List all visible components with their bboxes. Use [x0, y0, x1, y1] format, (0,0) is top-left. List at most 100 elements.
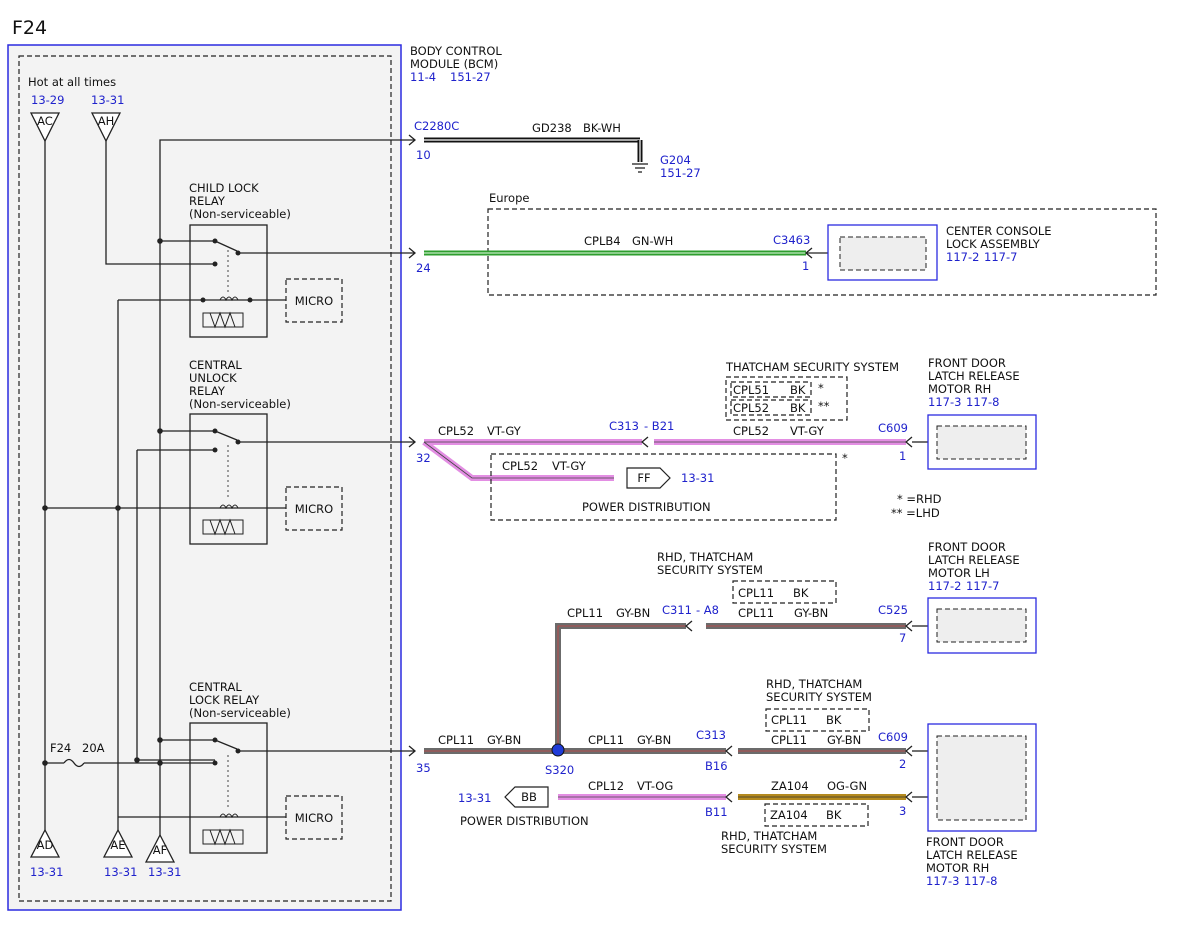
lock-alt-circuit: CPL11	[771, 713, 807, 727]
unlock-conn-pin: 1	[899, 449, 906, 463]
europe-conn-pin: 1	[802, 259, 809, 273]
ad-ref[interactable]: 13-31	[30, 865, 63, 879]
unlock-inline-connector[interactable]: C313	[609, 419, 639, 433]
bcm-ref1[interactable]: 11-4	[410, 70, 436, 84]
ground-id[interactable]: G204	[660, 153, 691, 167]
thatcham-row1-color: BK	[790, 383, 806, 397]
cpl12-name: CPL12	[588, 779, 624, 793]
ground-circuit: C2280C 10 GD238 BK-WH G204 151-27	[408, 119, 701, 180]
lock-device-ref1[interactable]: 117-3	[926, 874, 959, 888]
unlock-connector[interactable]: C609	[878, 421, 908, 435]
ae-ref[interactable]: 13-31	[104, 865, 137, 879]
ground-circuit-name: GD238	[532, 121, 572, 135]
b11-pin: B11	[705, 805, 728, 819]
ground-pin: 10	[416, 148, 431, 162]
lock-alt-color: BK	[826, 713, 842, 727]
za104-name: ZA104	[771, 779, 809, 793]
hot-label: Hot at all times	[28, 75, 116, 89]
fuse-icon	[63, 758, 85, 768]
branch-wire-color: VT-GY	[552, 459, 587, 473]
lh-label-l2: SECURITY SYSTEM	[657, 563, 763, 577]
bcm-ref2[interactable]: 151-27	[450, 70, 491, 84]
af-ref[interactable]: 13-31	[148, 865, 181, 879]
bcm-name-line1: BODY CONTROL	[410, 44, 502, 58]
lock-device-ref2[interactable]: 117-8	[964, 874, 997, 888]
central-lock-relay: CENTRAL LOCK RELAY (Non-serviceable)	[189, 680, 415, 854]
child-lock-relay: CHILD LOCK RELAY (Non-serviceable)	[189, 181, 415, 338]
ground-wire-color: BK-WH	[583, 121, 621, 135]
lh-wire-color: GY-BN	[616, 606, 650, 620]
lock-relay-l2: LOCK RELAY	[189, 693, 260, 707]
europe-wire-color: GN-WH	[632, 234, 673, 248]
power-dist-label: POWER DISTRIBUTION	[582, 500, 711, 514]
ah-ref[interactable]: 13-31	[91, 93, 124, 107]
lock-wire-c-color: GY-BN	[827, 733, 861, 747]
ff-ref[interactable]: 13-31	[681, 471, 714, 485]
ground-ref[interactable]: 151-27	[660, 166, 701, 180]
unlock-circuit2-name: CPL52	[733, 424, 769, 438]
af-label: AF	[153, 843, 167, 857]
console-device-l2: LOCK ASSEMBLY	[946, 237, 1041, 251]
lh-connector[interactable]: C525	[878, 603, 908, 617]
console-device-l1: CENTER CONSOLE	[946, 224, 1052, 238]
child-relay-l2: RELAY	[189, 194, 226, 208]
console-ref2[interactable]: 117-7	[984, 250, 1017, 264]
thatcham-label: THATCHAM SECURITY SYSTEM	[725, 360, 899, 374]
europe-connector[interactable]: C3463	[773, 233, 810, 247]
lock-label-l1: RHD, THATCHAM	[766, 677, 862, 691]
bb-power-dist: POWER DISTRIBUTION	[460, 814, 589, 828]
console-ref1[interactable]: 117-2	[946, 250, 979, 264]
lock-label-l2: SECURITY SYSTEM	[766, 690, 872, 704]
cpl12-color: VT-OG	[637, 779, 673, 793]
lh-motor-device-l2: LATCH RELEASE	[928, 553, 1020, 567]
central-unlock-relay: CENTRAL UNLOCK RELAY (Non-serviceable)	[189, 358, 415, 545]
unlock-relay-l2: UNLOCK	[189, 371, 237, 385]
lock-relay-l3: (Non-serviceable)	[189, 706, 291, 720]
af-connector-icon	[144, 833, 176, 863]
lock-wire-color: GY-BN	[487, 733, 521, 747]
unlock-relay-l4: (Non-serviceable)	[189, 397, 291, 411]
rh-motor-ref1[interactable]: 117-3	[928, 395, 961, 409]
bb-ref[interactable]: 13-31	[458, 791, 491, 805]
europe-circuit-name: CPLB4	[584, 234, 621, 248]
ah-label: AH	[98, 114, 115, 128]
fuse-rating: 20A	[82, 741, 105, 755]
thatcham-row2-mark: **	[818, 399, 830, 413]
legend-lhd: ** =LHD	[891, 506, 940, 520]
unlock-inline-pin: - B21	[644, 419, 674, 433]
lh-motor-ref1[interactable]: 117-2	[928, 579, 961, 593]
power-dist-asterisk: *	[842, 451, 848, 465]
europe-label: Europe	[489, 191, 529, 205]
lh-inline-connector[interactable]: C311	[662, 603, 692, 617]
lock-connector[interactable]: C609	[878, 730, 908, 744]
bb-label: BB	[521, 790, 537, 804]
lh-conn-pin: 7	[899, 631, 906, 645]
rh-motor-device-l2: LATCH RELEASE	[928, 369, 1020, 383]
micro-label-1: MICRO	[295, 294, 333, 308]
splice-label[interactable]: S320	[545, 763, 574, 777]
thatcham-row1-mark: *	[818, 381, 824, 395]
micro-box-2	[285, 486, 343, 531]
lock-relay-l1: CENTRAL	[189, 680, 242, 694]
lh-motor-device-l1: FRONT DOOR	[928, 540, 1006, 554]
ae-label: AE	[110, 838, 125, 852]
lh-inline-pin: - A8	[696, 603, 719, 617]
ac-ref[interactable]: 13-29	[31, 93, 64, 107]
rh-motor-device-l1: FRONT DOOR	[928, 356, 1006, 370]
lock-inline-connector[interactable]: C313	[696, 728, 726, 742]
rh-motor-ref2[interactable]: 117-8	[966, 395, 999, 409]
splice-icon	[551, 743, 565, 757]
bb-connector-icon	[504, 786, 549, 808]
ac-connector-icon	[29, 112, 61, 143]
za104-color: OG-GN	[827, 779, 867, 793]
lock-inline-pin: B16	[705, 759, 728, 773]
unlock-relay-l3: RELAY	[189, 384, 226, 398]
lock-device-l2: LATCH RELEASE	[926, 848, 1018, 862]
ground-connector[interactable]: C2280C	[414, 119, 459, 133]
lh-motor-circuit: RHD, THATCHAM SECURITY SYSTEM CPL11 BK C…	[555, 540, 1037, 750]
lock-device-l1: FRONT DOOR	[926, 835, 1004, 849]
lock-circuit: 35 S320 CPL11 GY-BN CPL11 GY-BN C313 B16…	[408, 677, 1037, 888]
lh-wire2-color: GY-BN	[794, 606, 828, 620]
lh-motor-ref2[interactable]: 117-7	[966, 579, 999, 593]
